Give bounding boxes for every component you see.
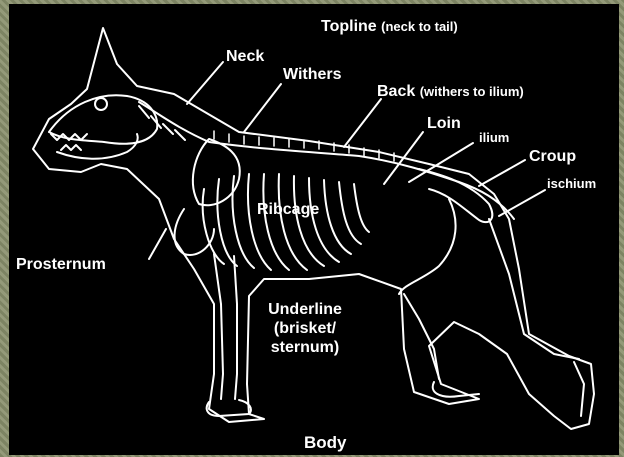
label-body: Body <box>304 434 347 451</box>
femur <box>399 199 456 294</box>
callout-prosternum <box>149 229 166 259</box>
pelvis <box>419 169 492 222</box>
label-neck: Neck <box>226 49 264 65</box>
callout-croup <box>479 160 525 186</box>
label-back: Back (withers to ilium) <box>377 84 524 100</box>
label-ribcage: Ribcage <box>257 202 319 218</box>
label-prosternum: Prosternum <box>16 257 106 273</box>
ribcage-bones <box>203 174 369 270</box>
label-withers: Withers <box>283 67 342 83</box>
callout-withers <box>244 84 281 132</box>
callout-ischium <box>499 190 545 216</box>
label-ischium: ischium <box>547 177 596 190</box>
label-ilium: ilium <box>479 131 509 144</box>
eye-socket <box>95 98 107 110</box>
front-leg-bones <box>214 254 237 399</box>
callout-back <box>344 99 381 147</box>
front-paw <box>207 400 251 416</box>
diagram-panel: Topline (neck to tail) Neck Withers Back… <box>9 4 619 455</box>
label-croup: Croup <box>529 149 576 165</box>
hind-leg-bones <box>404 219 579 379</box>
label-loin: Loin <box>427 116 461 132</box>
teeth <box>51 134 87 150</box>
callout-neck <box>187 62 223 104</box>
label-topline: Topline (neck to tail) <box>321 19 458 35</box>
label-underline: Underline (brisket/ sternum) <box>257 302 353 356</box>
